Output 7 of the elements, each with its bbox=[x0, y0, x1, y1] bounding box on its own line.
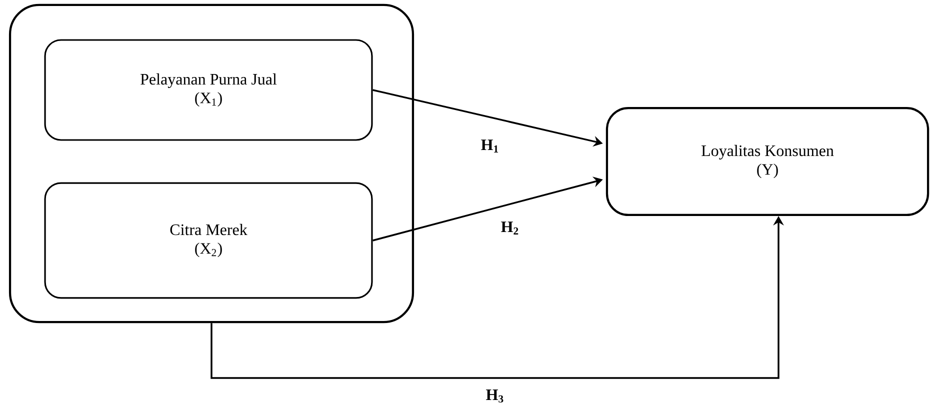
variable-box: Pelayanan Purna Jual (X$_{1}$) bbox=[44, 39, 373, 141]
edge-label: H$_{3}$ bbox=[484, 388, 506, 404]
edge-label: H$_{2}$ bbox=[499, 220, 521, 236]
group-box bbox=[8, 4, 414, 324]
variable-box: Citra Merek (X$_{2}$) bbox=[44, 182, 373, 299]
variable-box: Loyalitas Konsumen (Y) bbox=[606, 106, 930, 216]
edge-label: H$_{1}$ bbox=[479, 138, 501, 154]
